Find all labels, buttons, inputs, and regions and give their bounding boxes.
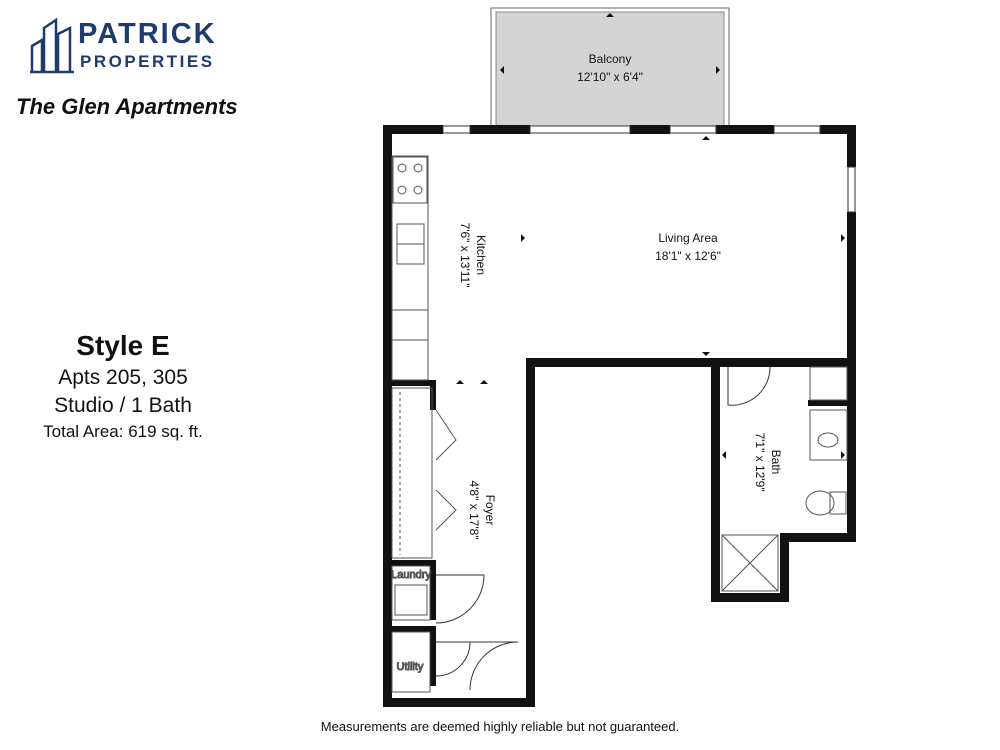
bath-name: Bath — [769, 450, 783, 475]
walls — [383, 125, 856, 707]
laundry-name: Laundry — [391, 569, 431, 581]
kitchen-counter — [391, 155, 429, 381]
unit-info: Style E Apts 205, 305 Studio / 1 Bath To… — [18, 330, 228, 442]
foyer-name: Foyer — [483, 495, 497, 526]
utility-room: Utility — [391, 631, 431, 693]
building-logo-icon — [30, 17, 74, 74]
unit-style: Style E — [76, 330, 170, 361]
property-name: The Glen Apartments — [16, 94, 238, 119]
utility-name: Utility — [397, 661, 424, 673]
floor-plan: Balcony 12'10" x 6'4" — [383, 7, 856, 707]
unit-type: Studio / 1 Bath — [54, 394, 192, 417]
kitchen-size: 7'6" x 13'11" — [458, 223, 472, 288]
unit-total-area: Total Area: 619 sq. ft. — [43, 422, 203, 441]
disclaimer: Measurements are deemed highly reliable … — [320, 719, 680, 734]
brand-name-line2: PROPERTIES — [80, 52, 215, 71]
foyer-closet — [391, 387, 457, 559]
foyer-size: 4'8" x 17'8" — [467, 480, 481, 539]
brand-name-line1: PATRICK — [78, 18, 217, 50]
doors — [435, 366, 771, 691]
balcony-name: Balcony — [589, 52, 632, 66]
balcony: Balcony 12'10" x 6'4" — [490, 7, 730, 129]
unit-apartments: Apts 205, 305 — [58, 366, 188, 389]
bath-size: 7'1" x 12'9" — [753, 432, 767, 491]
kitchen-name: Kitchen — [474, 235, 488, 275]
bath-fixtures — [721, 366, 848, 592]
windows — [442, 125, 856, 213]
living-area-name: Living Area — [658, 231, 718, 245]
laundry-room: Laundry — [391, 565, 432, 621]
balcony-size: 12'10" x 6'4" — [577, 70, 643, 84]
living-area-size: 18'1" x 12'6" — [655, 249, 721, 263]
measurement-markers — [456, 13, 845, 459]
